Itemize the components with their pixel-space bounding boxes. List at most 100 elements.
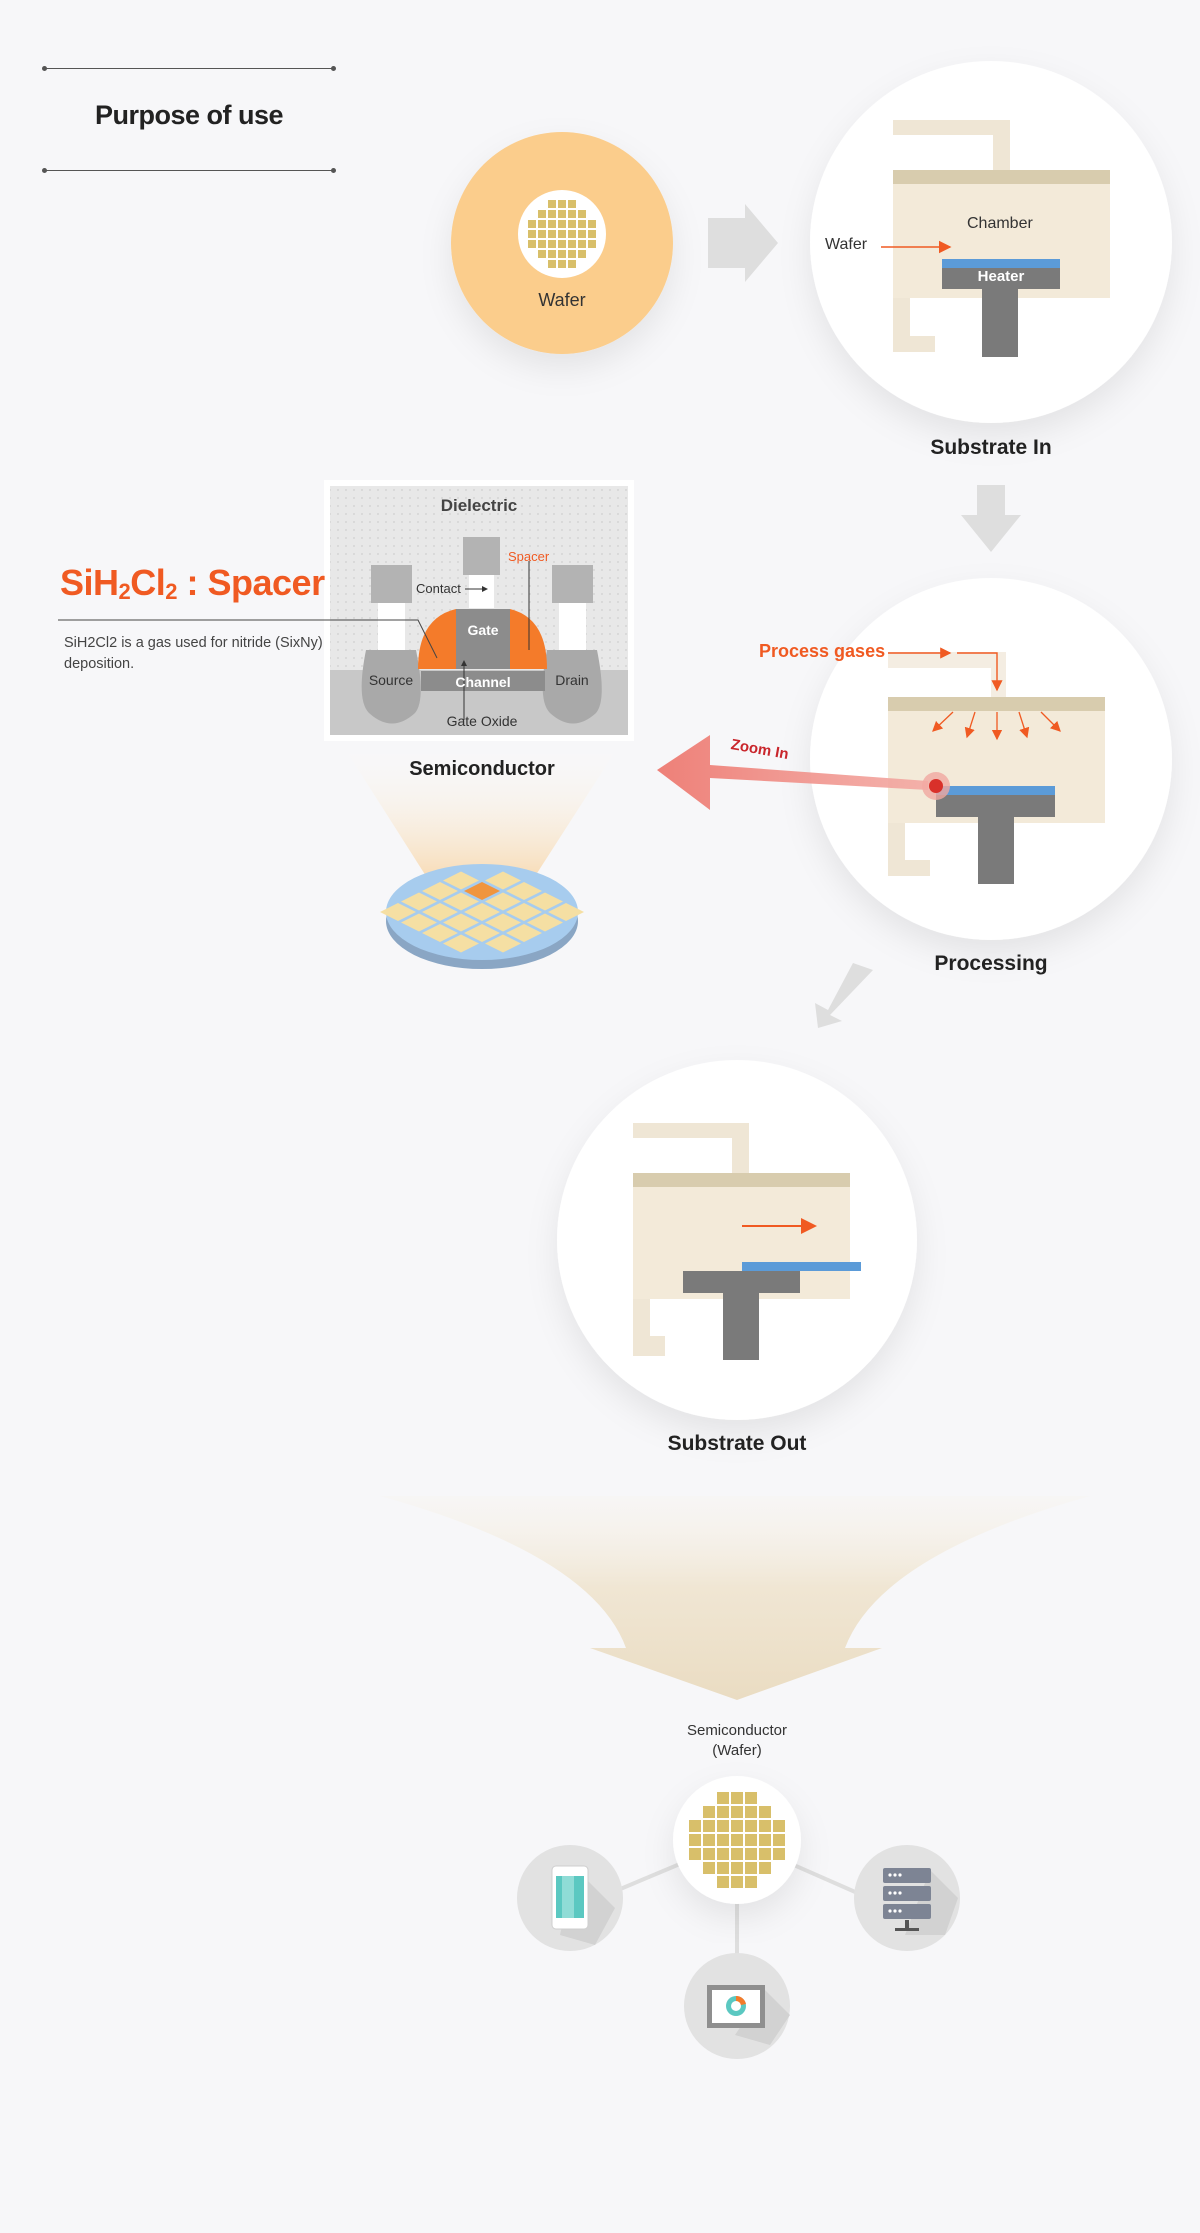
wafer-chip xyxy=(759,1848,771,1860)
wafer-chip xyxy=(506,924,542,942)
wafer-chip xyxy=(528,240,536,248)
page-title: Purpose of use xyxy=(94,100,284,130)
wafer-chip xyxy=(731,1834,743,1846)
wafer-chip xyxy=(401,913,437,932)
wafer-chip xyxy=(538,210,546,218)
wafer-chip xyxy=(443,892,479,911)
wafer-chip xyxy=(578,240,586,248)
arrow-down-icon xyxy=(961,485,1021,552)
wafer-chip xyxy=(548,220,556,228)
wafer-chip xyxy=(568,220,576,228)
wafer-chip xyxy=(558,210,566,218)
wafer-chip xyxy=(485,934,521,953)
wafer-chip xyxy=(443,934,479,953)
wafer-chip xyxy=(422,882,458,900)
wafer-chip xyxy=(759,1834,771,1846)
server-icon xyxy=(854,1845,960,1951)
substrate-out-step xyxy=(557,1060,917,1420)
wafer-chip xyxy=(380,903,416,921)
wafer-chip xyxy=(558,220,566,228)
wafer-chip xyxy=(745,1820,757,1832)
wafer-chip xyxy=(731,1862,743,1874)
wafer-chip xyxy=(568,200,576,208)
source-label: Source xyxy=(368,672,414,688)
gas-formula: SiH2Cl2 : Spacer xyxy=(60,562,325,604)
wafer-chip xyxy=(443,913,479,932)
wafer-chip xyxy=(578,210,586,218)
wafer-chip xyxy=(558,240,566,248)
applications-network xyxy=(517,1776,960,2059)
wafer-chip xyxy=(401,892,437,911)
wafer-chip xyxy=(731,1848,743,1860)
wafer-chip xyxy=(527,892,563,911)
heater-label: Heater xyxy=(977,268,1025,285)
wafer-chip xyxy=(703,1806,715,1818)
wafer-chip xyxy=(717,1792,729,1804)
wafer-chip xyxy=(548,260,556,268)
wafer-chip xyxy=(689,1848,701,1860)
wafer-chip xyxy=(689,1834,701,1846)
smartphone-icon xyxy=(517,1845,623,1951)
application-center-label: Semiconductor xyxy=(686,1722,788,1739)
wafer-chip xyxy=(464,924,500,942)
semiconductor-caption: Semiconductor xyxy=(409,758,555,780)
wafer-chip xyxy=(703,1834,715,1846)
arrow-right-icon xyxy=(708,204,778,282)
contact-label: Contact xyxy=(416,581,461,596)
gas-description: SiH2Cl2 is a gas used for nitride (SixNy… xyxy=(64,635,323,672)
application-center-sublabel: (Wafer) xyxy=(712,1742,762,1759)
wafer-chip xyxy=(717,1876,729,1888)
wafer-chip xyxy=(717,1834,729,1846)
spacer-label: Spacer xyxy=(508,549,550,564)
wafer-chip xyxy=(703,1848,715,1860)
wafer-chip xyxy=(759,1862,771,1874)
chamber-label: Chamber xyxy=(967,215,1033,232)
wafer-chip xyxy=(548,250,556,258)
monitor-icon xyxy=(684,1953,790,2059)
wafer-chip xyxy=(538,230,546,238)
zoom-arrow-icon xyxy=(657,735,928,810)
wafer-chip xyxy=(759,1806,771,1818)
wafer-chip xyxy=(578,220,586,228)
process-gases-label: Process gases xyxy=(759,641,886,661)
wafer-chip xyxy=(558,230,566,238)
title-top-rule xyxy=(42,66,336,71)
wafer-chip xyxy=(568,250,576,258)
wafer-chip-grid xyxy=(528,200,596,268)
wafer-chip xyxy=(731,1792,743,1804)
processing-step xyxy=(810,578,1172,940)
wafer-chip xyxy=(703,1820,715,1832)
gate-label: Gate xyxy=(467,622,499,638)
wafer-chip xyxy=(731,1876,743,1888)
wafer-chip xyxy=(485,871,521,890)
wafer-chip xyxy=(506,882,542,900)
wafer-chip xyxy=(548,210,556,218)
wafer-label: Wafer xyxy=(538,290,586,310)
wafer-chip xyxy=(717,1862,729,1874)
substrate-in-step xyxy=(810,61,1172,423)
wafer-chip xyxy=(506,903,542,921)
wafer-chip xyxy=(485,913,521,932)
substrate-out-label: Substrate Out xyxy=(667,1432,807,1455)
wafer-chip xyxy=(538,240,546,248)
arrow-diagonal-icon xyxy=(815,963,873,1028)
wafer-chip xyxy=(548,200,556,208)
wafer-chip xyxy=(717,1806,729,1818)
gas-flow-arrows xyxy=(932,711,1061,741)
wafer-chip xyxy=(717,1820,729,1832)
wafer-chip xyxy=(548,230,556,238)
device-cross-section xyxy=(58,480,634,741)
wafer-chip xyxy=(588,230,596,238)
wafer-chip xyxy=(731,1820,743,1832)
wafer-chip xyxy=(548,903,584,921)
title-bottom-rule xyxy=(42,168,336,173)
wafer-chip xyxy=(558,200,566,208)
wafer-chip xyxy=(703,1862,715,1874)
wafer-chip xyxy=(528,230,536,238)
wafer-chip xyxy=(588,220,596,228)
wafer-chip xyxy=(759,1820,771,1832)
wafer-chip xyxy=(773,1820,785,1832)
wafer-chip xyxy=(568,210,576,218)
